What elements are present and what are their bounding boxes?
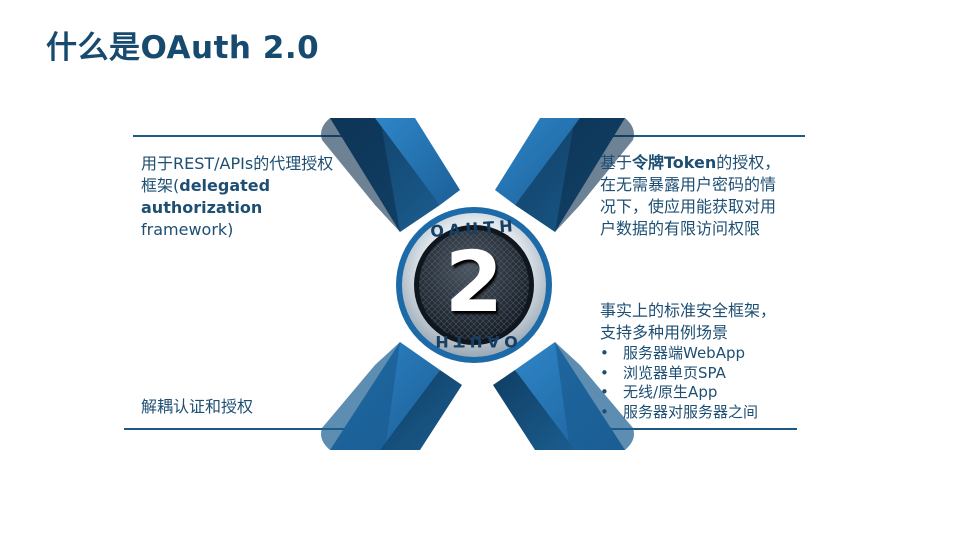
logo-ring-text-bottom: OAUTH: [430, 332, 518, 351]
bullet-icon: •: [600, 402, 609, 421]
right-bottom-line2: 支持多种用例场景: [600, 323, 729, 342]
arrow-bottom-left: [321, 342, 462, 450]
use-case-list: • 服务器端WebApp • 浏览器单页SPA • 无线/原生App • 服务器对服务器…: [600, 344, 758, 422]
left-top-line1: 用于REST/APIs的代理授权: [141, 154, 334, 173]
bullet-icon: •: [600, 363, 609, 382]
left-top-line4: framework): [141, 220, 234, 239]
left-top-line2-prefix: 框架(: [141, 176, 180, 195]
logo-numeral: 2: [444, 233, 504, 331]
left-top-bold1: delegated: [179, 176, 271, 195]
right-top-prefix: 基于: [600, 153, 633, 172]
right-top-line1: 基于令牌Token的授权，: [600, 152, 815, 174]
list-item: • 服务器端WebApp: [600, 344, 758, 364]
oauth-logo: [396, 207, 552, 363]
left-bottom-description: 解耦认证和授权: [141, 397, 254, 416]
left-top-line2: 框架(delegated: [141, 175, 371, 197]
divider-top-left: [133, 135, 348, 137]
list-item-label: 服务器对服务器之间: [623, 402, 759, 421]
divider-bottom-left: [124, 428, 349, 430]
right-bottom-description: 事实上的标准安全框架， 支持多种用例场景: [600, 300, 815, 344]
list-item: • 无线/原生App: [600, 383, 758, 403]
list-item: • 服务器对服务器之间: [600, 403, 758, 423]
bullet-icon: •: [600, 383, 609, 401]
arrow-bottom-right: [493, 342, 634, 450]
right-top-line3: 况下，使应用能获取对用: [600, 197, 777, 216]
right-top-rest1: 的授权，: [716, 153, 781, 172]
divider-top-right: [590, 135, 805, 137]
bullet-icon: •: [600, 344, 609, 362]
divider-bottom-right: [600, 428, 797, 430]
right-top-line4: 户数据的有限访问权限: [600, 219, 761, 238]
list-item: • 浏览器单页SPA: [600, 364, 758, 384]
page-title: 什么是OAuth 2.0: [46, 30, 320, 66]
right-top-line2: 在无需暴露用户密码的情: [600, 175, 777, 194]
arrow-top-left: [321, 118, 460, 232]
right-bottom-line1: 事实上的标准安全框架，: [600, 301, 777, 320]
left-top-bold2: authorization: [141, 198, 263, 217]
list-item-label: 浏览器单页SPA: [623, 363, 726, 382]
list-item-label: 服务器端WebApp: [623, 344, 746, 362]
left-top-description: 用于REST/APIs的代理授权 框架(delegated authorizat…: [141, 153, 371, 241]
right-top-description: 基于令牌Token的授权， 在无需暴露用户密码的情 况下，使应用能获取对用 户数…: [600, 152, 815, 240]
list-item-label: 无线/原生App: [623, 383, 718, 401]
arrow-top-right: [495, 118, 634, 232]
left-top-bold2-line: authorization: [141, 197, 371, 219]
right-top-bold: 令牌Token: [632, 153, 717, 172]
